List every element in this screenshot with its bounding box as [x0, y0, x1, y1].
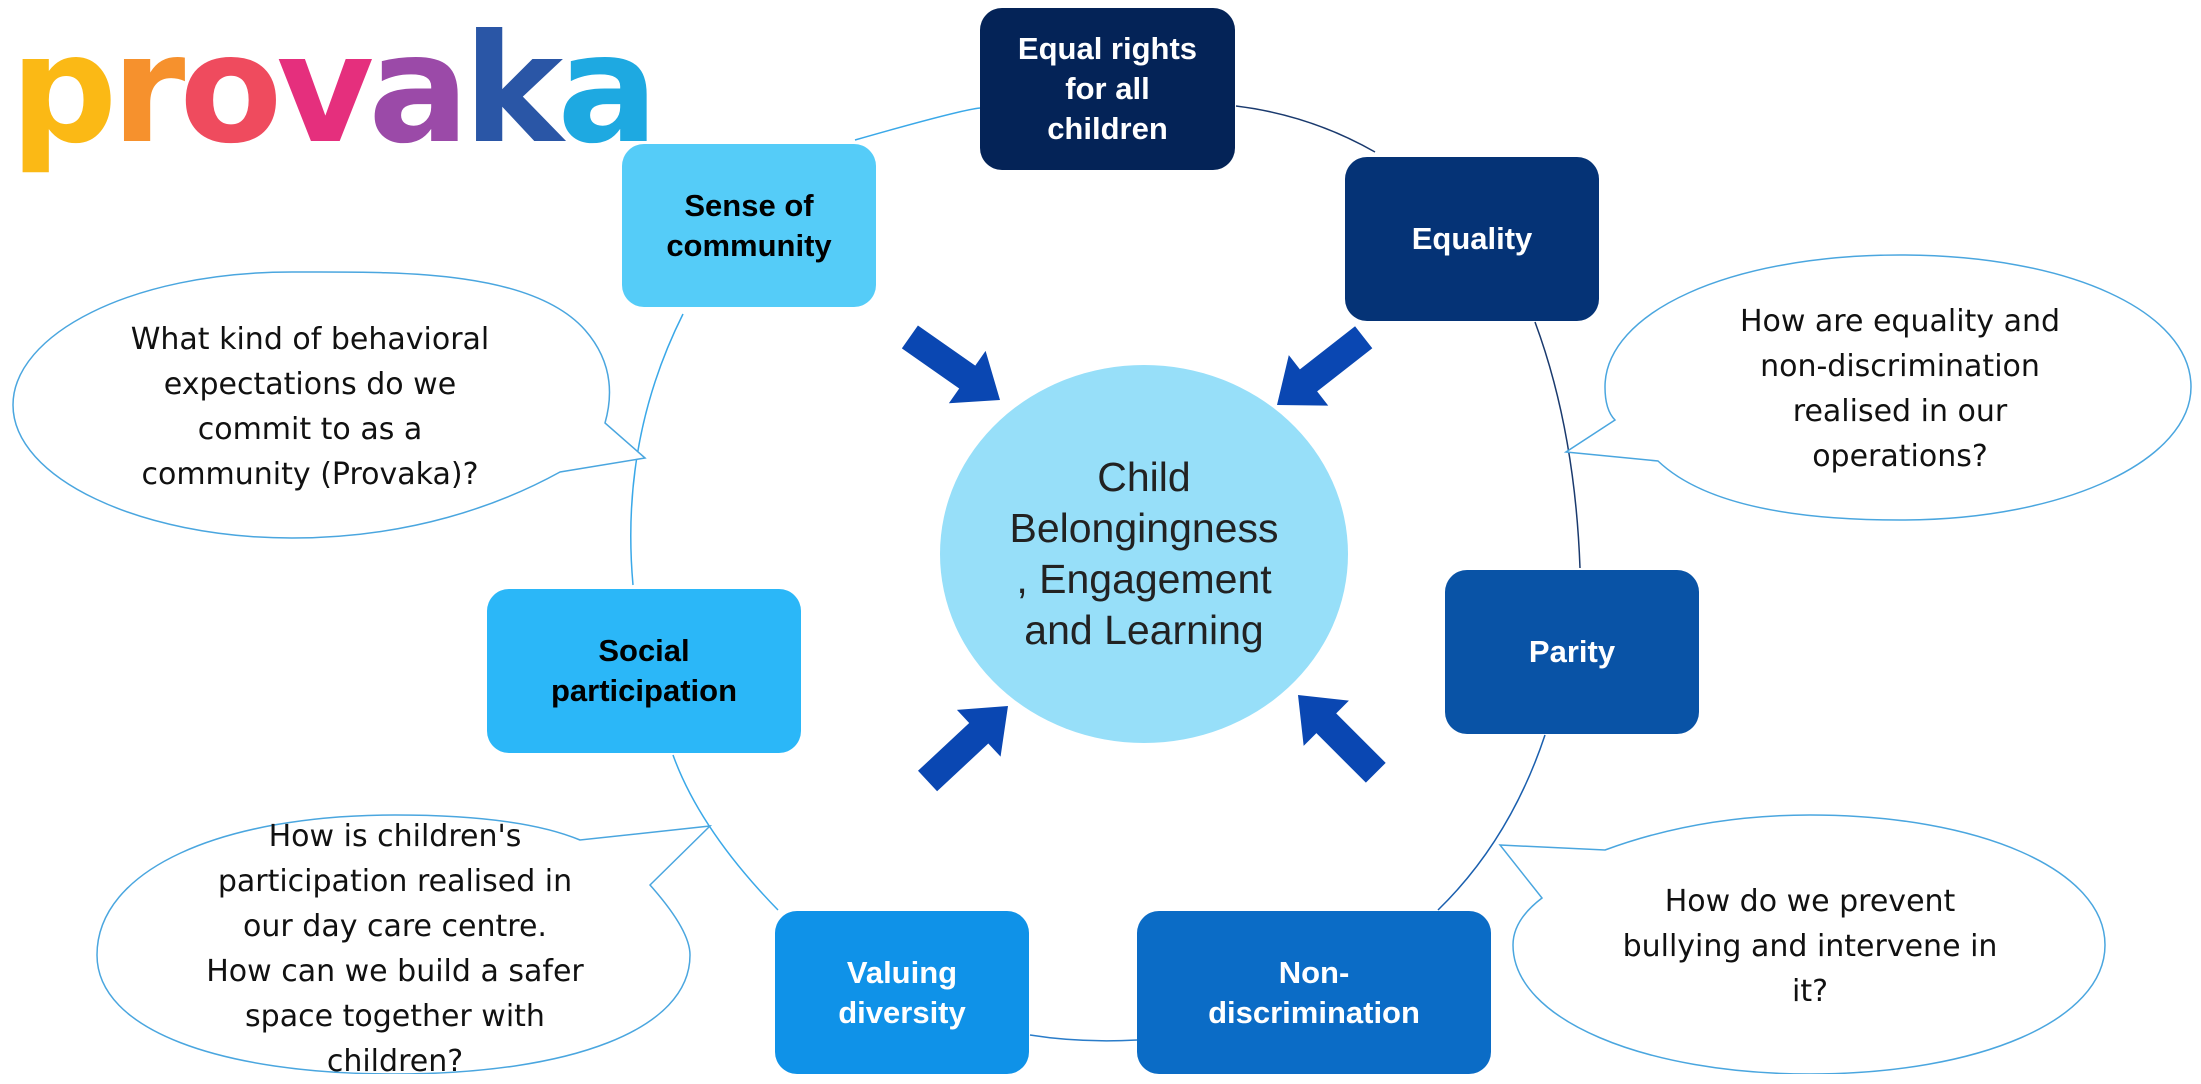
center-line: Child: [1097, 454, 1191, 500]
arrow-bottom-left: [918, 706, 1008, 792]
question-line: commit to as a: [197, 412, 423, 447]
question-line: non-discrimination: [1760, 349, 2040, 384]
question-line: expectations do we: [163, 367, 457, 402]
box-line: Parity: [1528, 634, 1616, 669]
box-social-participation: Social participation: [487, 589, 801, 753]
ring-arc-2: [1235, 105, 1376, 153]
box-line: Equal rights: [1017, 31, 1198, 66]
question-behavior: What kind of behavioral expectations do …: [90, 317, 530, 497]
bubble-behavior: [12, 271, 647, 539]
question-line: How can we build a safer: [206, 954, 584, 989]
center-line: Belongingness: [1009, 505, 1279, 551]
box-line: participation: [550, 673, 737, 708]
logo-letter-p: p: [10, 3, 117, 177]
logo-letter-a2: a: [557, 3, 658, 177]
question-line: operations?: [1812, 439, 1988, 474]
arrow-bottom-right: [1298, 695, 1386, 783]
center-concept: Child Belongingness , Engagement and Lea…: [940, 365, 1348, 743]
bubble-participation: [96, 814, 713, 1074]
question-line: bullying and intervene in: [1622, 929, 1998, 964]
question-line: realised in our: [1792, 394, 2008, 429]
box-sense-of-community: Sense of community: [622, 144, 876, 307]
box-non-discrimination: Non- discrimination: [1137, 911, 1491, 1074]
question-line: What kind of behavioral: [130, 322, 490, 357]
logo-letter-a: a: [368, 3, 469, 177]
question-line: How are equality and: [1739, 304, 2061, 339]
ring-arc-3: [1534, 321, 1581, 569]
question-bullying: How do we prevent bullying and intervene…: [1590, 879, 2030, 1014]
logo-letter-k: k: [463, 3, 563, 177]
ring-arc-4: [1437, 734, 1546, 911]
question-line: community (Provaka)?: [141, 457, 479, 492]
question-line: participation realised in: [217, 864, 573, 899]
box-parity: Parity: [1445, 570, 1699, 734]
bubble-bullying: [1498, 814, 2106, 1074]
box-equality: Equality: [1345, 157, 1599, 321]
question-line: it?: [1791, 974, 1829, 1009]
arrow-top-left: [901, 325, 1000, 404]
question-line: How is children's: [268, 819, 522, 854]
arrow-top-right: [1277, 326, 1373, 406]
question-line: our day care centre.: [243, 909, 547, 944]
box-line: discrimination: [1208, 994, 1420, 1030]
logo-letter-r: r: [111, 3, 185, 177]
box-line: Equality: [1411, 221, 1533, 256]
box-equal-rights: Equal rights for all children: [980, 8, 1235, 170]
ring-arc-5: [1029, 1034, 1138, 1042]
center-line: and Learning: [1024, 607, 1264, 653]
question-line: children?: [326, 1044, 464, 1079]
logo-letter-o: o: [179, 3, 282, 177]
box-line: Valuing: [846, 954, 958, 990]
box-line: for all: [1065, 71, 1150, 106]
center-line: , Engagement: [1016, 556, 1272, 602]
question-line: space together with: [245, 999, 545, 1034]
ring-arc-7: [630, 313, 684, 586]
question-line: How do we prevent: [1664, 884, 1956, 919]
box-line: community: [666, 227, 832, 263]
ring-arc-1: [854, 107, 981, 141]
box-line: children: [1047, 111, 1168, 146]
provaka-logo: provaka: [10, 3, 658, 177]
question-participation: How is children's participation realised…: [175, 814, 615, 1084]
bubble-equality: [1563, 254, 2192, 521]
box-valuing-diversity: Valuing diversity: [775, 911, 1029, 1074]
box-line: Non-: [1278, 954, 1350, 990]
box-line: Social: [598, 633, 690, 668]
question-equality: How are equality and non-discrimination …: [1690, 299, 2110, 479]
box-line: Sense of: [684, 187, 814, 223]
box-line: diversity: [838, 994, 966, 1030]
ring-arc-6: [672, 754, 779, 911]
logo-letter-v: v: [276, 3, 374, 177]
